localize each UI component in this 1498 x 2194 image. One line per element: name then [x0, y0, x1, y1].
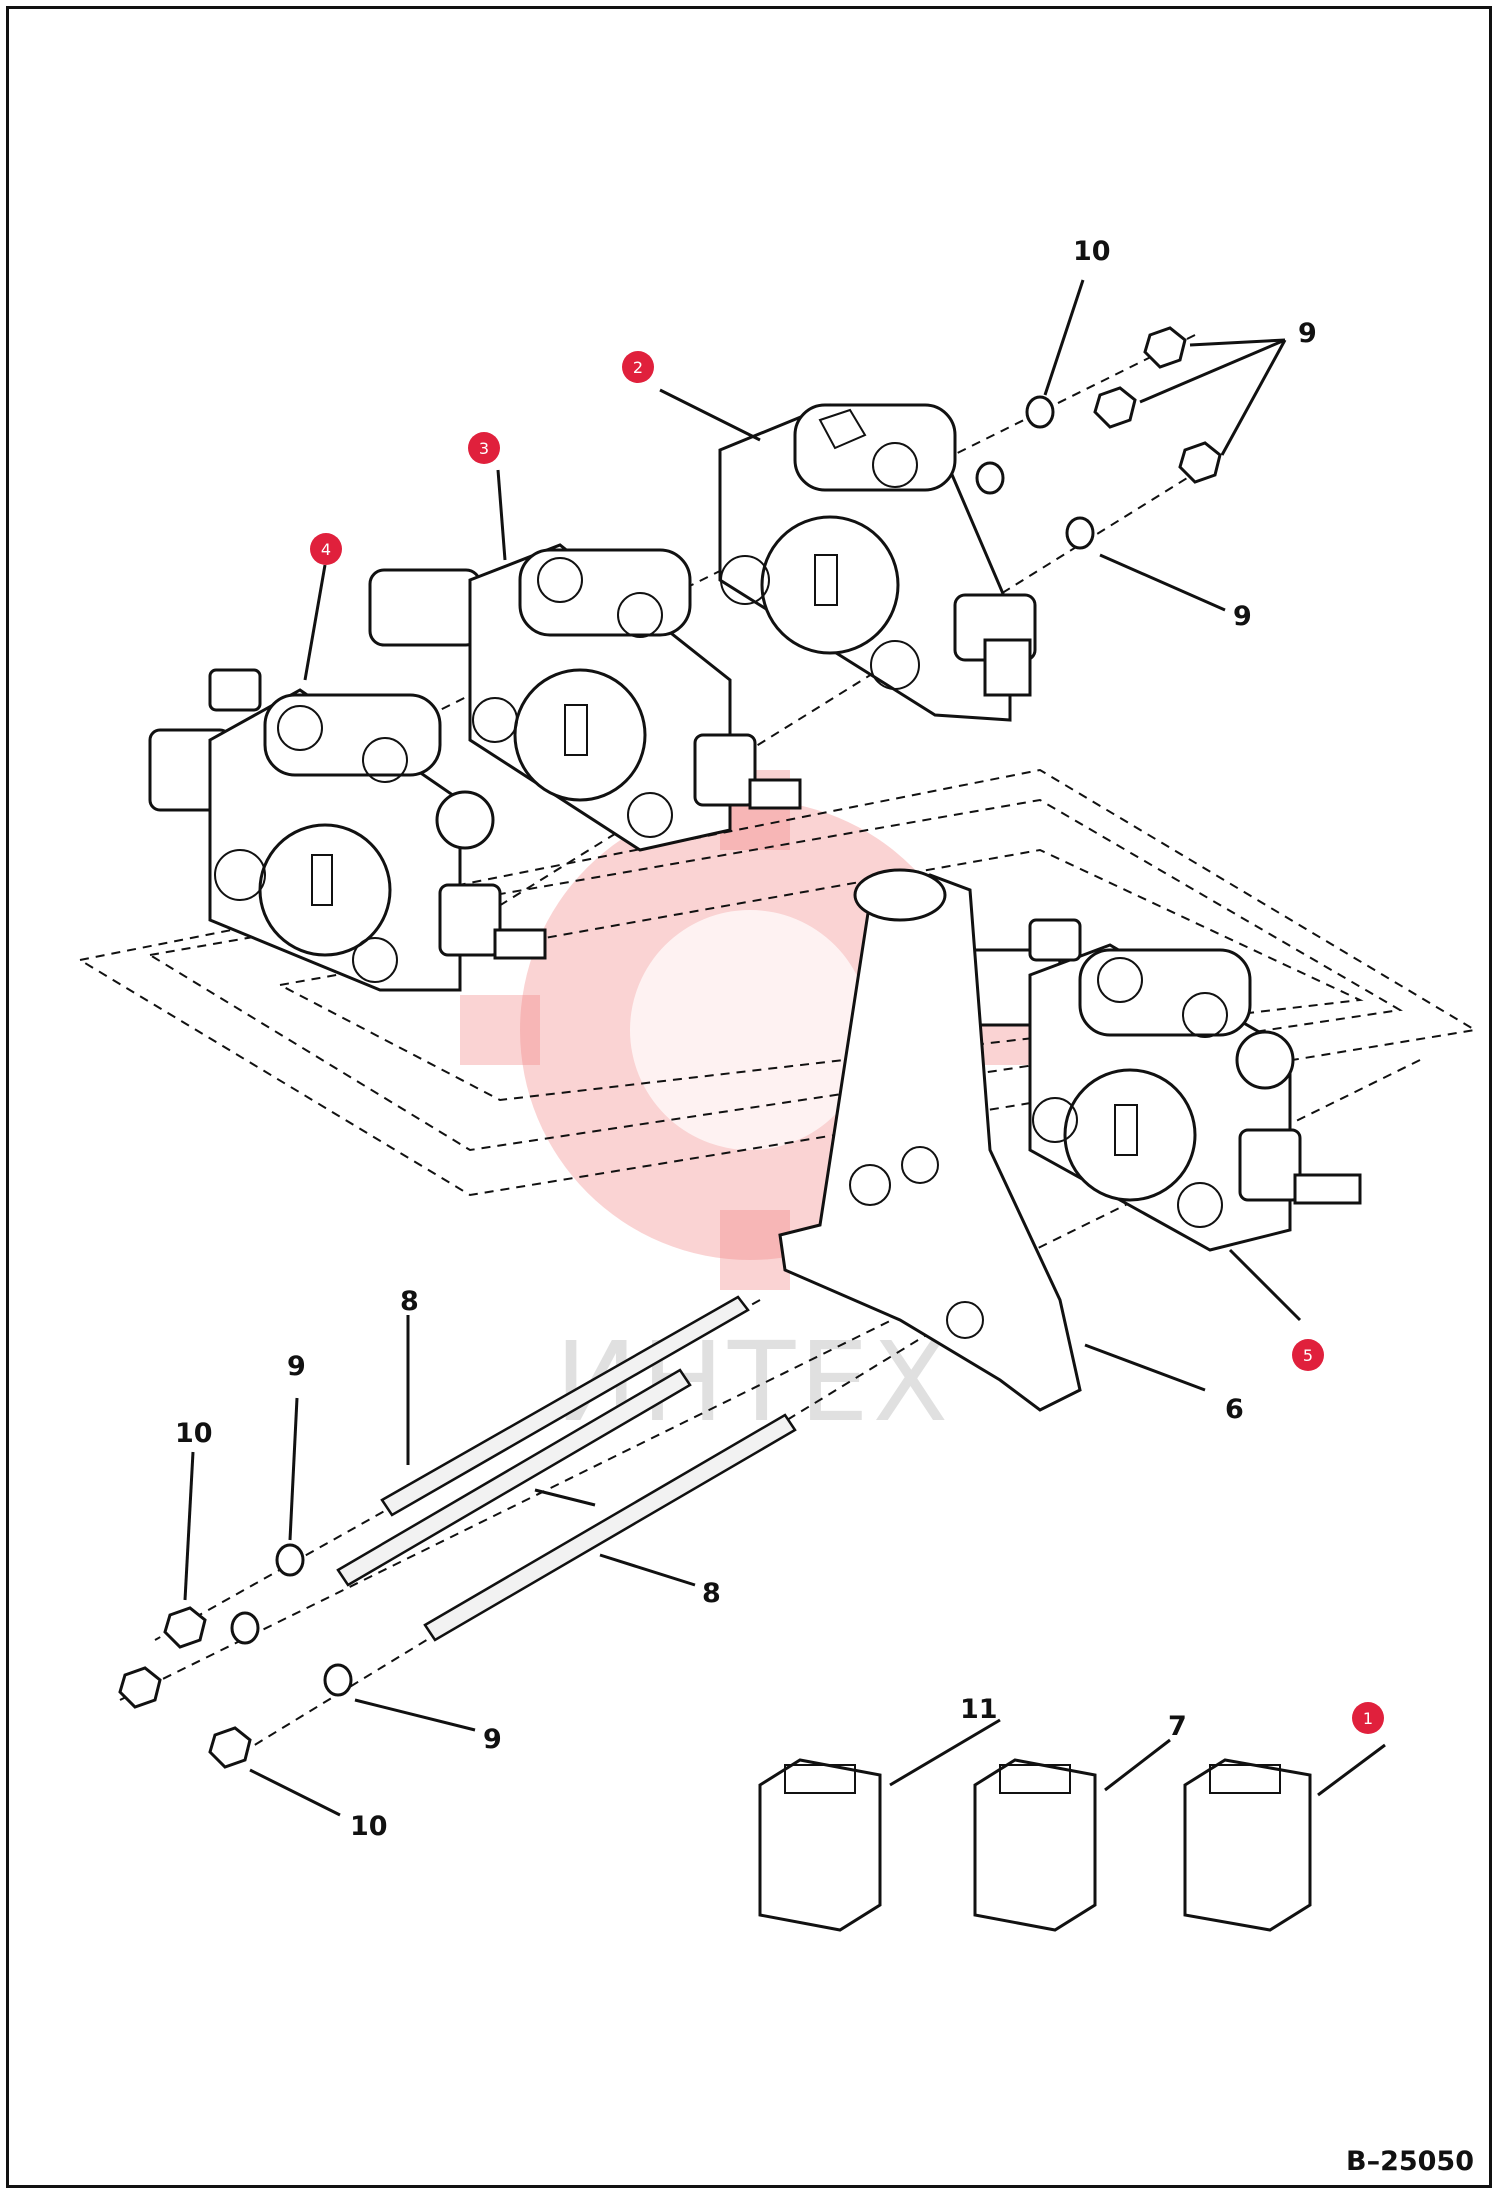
valve-section-2 — [718, 403, 1037, 722]
index-markers: 1 2 3 4 5 — [310, 351, 1384, 1734]
callout-10-top: 10 — [1073, 236, 1111, 267]
svg-text:1: 1 — [1363, 1709, 1373, 1728]
marker-2: 2 — [622, 351, 654, 383]
tie-rods-8 — [336, 1295, 797, 1642]
end-cover-6 — [778, 868, 1082, 1412]
callout-9-mid: 9 — [1233, 601, 1252, 632]
callout-8-a: 8 — [400, 1286, 419, 1317]
callout-9-top: 9 — [1298, 318, 1317, 349]
leader-lines — [183, 279, 1386, 1817]
drawing-frame — [6, 6, 1492, 2188]
valve-section-4 — [148, 668, 547, 992]
marker-1: 1 — [1352, 1702, 1384, 1734]
marker-3: 3 — [468, 432, 500, 464]
marker-5: 5 — [1292, 1339, 1324, 1371]
callout-7: 7 — [1168, 1711, 1187, 1742]
svg-text:4: 4 — [321, 540, 331, 559]
callout-9-left-top: 9 — [287, 1351, 306, 1382]
callout-10-left-bottom: 10 — [350, 1811, 388, 1842]
callout-11: 11 — [960, 1694, 998, 1725]
seal-kit-boxes — [758, 1758, 1312, 1932]
callout-8-b: 8 — [702, 1578, 721, 1609]
mounting-outline — [77, 768, 1478, 1197]
callout-10-left-top: 10 — [175, 1418, 213, 1449]
callout-9-left-bottom: 9 — [483, 1724, 502, 1755]
callouts: 10 9 9 8 8 9 10 9 10 6 11 7 — [175, 236, 1317, 1842]
marker-4: 4 — [310, 533, 342, 565]
callout-6: 6 — [1225, 1394, 1244, 1425]
valve-section-3 — [368, 543, 802, 852]
valve-section-5 — [948, 918, 1362, 1252]
drawing-code: B–25050 — [1346, 2146, 1474, 2177]
svg-text:3: 3 — [479, 439, 489, 458]
nuts-and-washers — [118, 326, 1222, 1769]
svg-text:5: 5 — [1303, 1346, 1313, 1365]
svg-text:2: 2 — [633, 358, 643, 377]
